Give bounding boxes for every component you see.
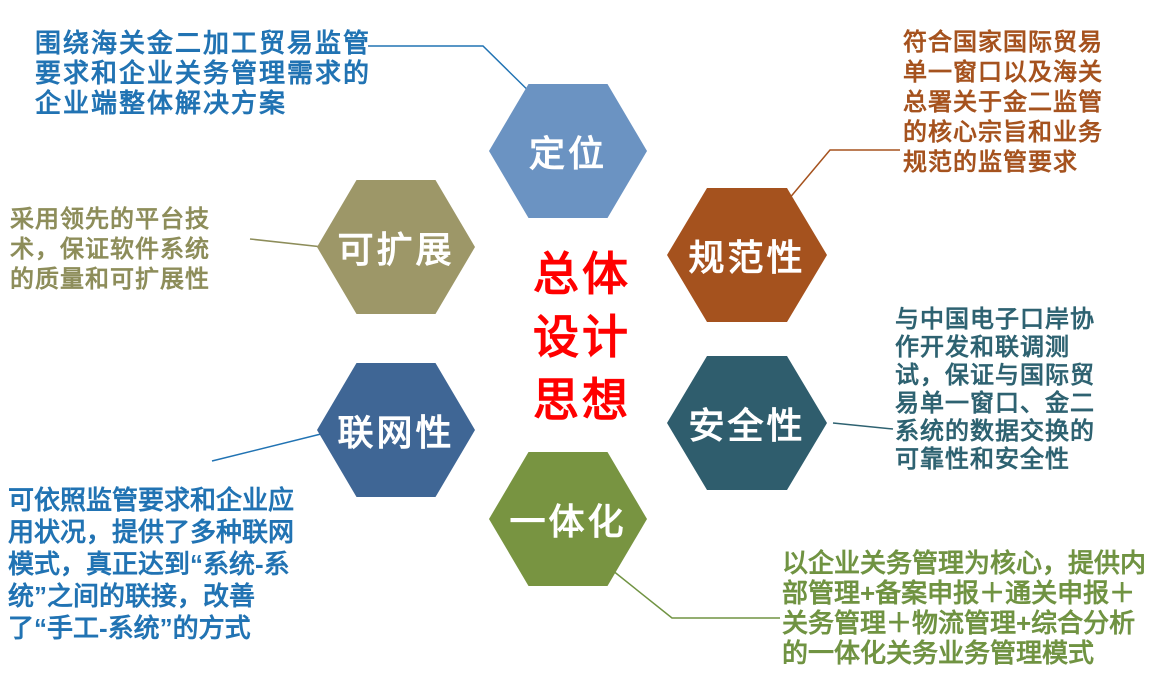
connector-standardization	[787, 149, 900, 201]
hexagon-extensibility-label: 可扩展	[337, 229, 455, 270]
hexagon-networking: 联网性	[317, 363, 475, 497]
hexagon-security: 安全性	[667, 356, 827, 490]
hexagon-integration-label: 一体化	[509, 501, 627, 542]
connector-security	[832, 422, 894, 430]
hexagon-standardization: 规范性	[667, 188, 827, 322]
hexagon-positioning-label: 定位	[528, 133, 607, 174]
center-title-line: 总体	[533, 248, 631, 300]
callout-integration: 以企业关务管理为核心，提供内部管理+备案申报＋通关申报＋关务管理＋物流管理+综合…	[782, 548, 1147, 668]
connector-integration	[611, 569, 780, 619]
callout-extensibility: 采用领先的平台技术，保证软件系统的质量和可扩展性	[10, 206, 210, 293]
callout-standardization: 符合国家国际贸易单一窗口以及海关总署关于金二监管的核心宗旨和业务规范的监管要求	[903, 29, 1103, 176]
callout-networking: 可依照监管要求和企业应用状况，提供了多种联网模式，真正达到“系统-系统”之间的联…	[8, 485, 295, 643]
callout-positioning: 围绕海关金二加工贸易监管要求和企业关务管理需求的企业端整体解决方案	[35, 28, 372, 118]
hexagon-networking-label: 联网性	[337, 412, 455, 453]
center-title: 总体 设计 思想	[512, 243, 652, 432]
connector-networking	[211, 430, 334, 462]
center-title-line: 思想	[533, 374, 631, 426]
callout-security: 与中国电子口岸协作开发和联调测试，保证与国际贸易单一窗口、金二系统的数据交换的可…	[895, 306, 1095, 473]
center-title-line: 设计	[533, 311, 631, 363]
hexagon-extensibility: 可扩展	[317, 180, 475, 314]
hexagon-security-label: 安全性	[688, 405, 806, 446]
hexagon-standardization-label: 规范性	[688, 237, 806, 278]
